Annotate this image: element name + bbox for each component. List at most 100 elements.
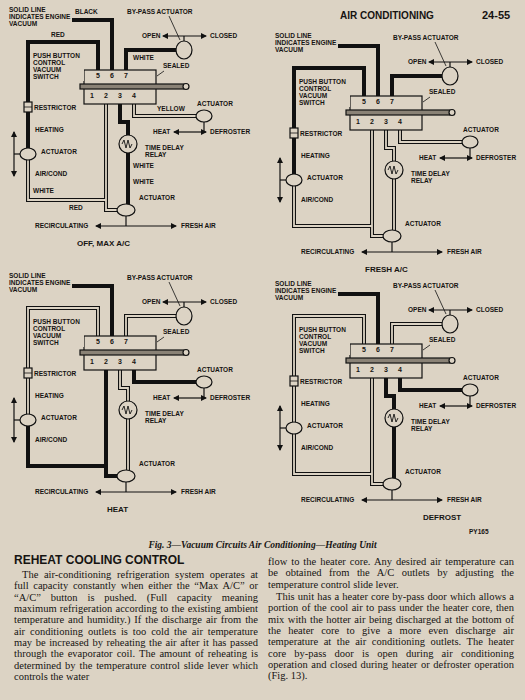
port-number: 1 <box>88 358 96 365</box>
running-head: AIR CONDITIONING <box>340 10 434 21</box>
part-label: ACTUATOR <box>462 126 500 133</box>
port-number: 5 <box>94 72 102 79</box>
hose-color: WHITE <box>132 178 155 185</box>
part-label: FRESH AIR <box>446 496 483 503</box>
part-label: TIME DELAY RELAY <box>410 170 462 184</box>
part-label: ACTUATOR <box>138 194 176 201</box>
part-label: HEAT <box>418 402 437 409</box>
part-label: OPEN <box>407 58 427 65</box>
port-number: 1 <box>88 92 96 99</box>
part-label: PUSH BUTTON CONTROL VACUUM SWITCH <box>32 52 84 81</box>
part-label: ACTUATOR <box>404 468 442 475</box>
part-label: HEATING <box>34 392 65 399</box>
part-label: ACTUATOR <box>306 422 344 429</box>
part-label: AIR/COND <box>34 170 68 177</box>
part-label: CLOSED <box>475 306 504 313</box>
hose-color: WHITE <box>32 187 55 194</box>
port-number: 2 <box>102 358 110 365</box>
part-label: DEFROSTER <box>209 128 251 135</box>
circuit-caption: OFF, MAX A/C <box>76 240 131 249</box>
part-label: ACTUATOR <box>404 220 442 227</box>
part-label: BY-PASS ACTUATOR <box>126 274 194 281</box>
part-label: BY-PASS ACTUATOR <box>392 282 460 289</box>
part-label: HEAT <box>152 394 171 401</box>
part-label: PUSH BUTTON CONTROL VACUUM SWITCH <box>298 326 350 355</box>
port-number: 7 <box>122 72 130 79</box>
part-label: SEALED <box>162 328 190 335</box>
hose-color: RED <box>50 31 66 38</box>
hose-color: BLACK <box>74 8 99 15</box>
port-number: 4 <box>130 92 138 99</box>
part-label: FRESH AIR <box>180 488 217 495</box>
part-label: AIR/COND <box>300 444 334 451</box>
port-number: 6 <box>108 338 116 345</box>
part-label: SOLID LINE INDICATES ENGINE VACUUM <box>8 6 72 27</box>
part-label: ACTUATOR <box>40 148 78 155</box>
part-label: CLOSED <box>209 298 238 305</box>
part-label: ACTUATOR <box>196 100 234 107</box>
circuit-caption: DEFROST <box>422 514 462 523</box>
part-label: ACTUATOR <box>138 460 176 467</box>
port-number: 3 <box>116 358 124 365</box>
part-label: RESTRICTOR <box>299 130 343 137</box>
port-number: 5 <box>360 346 368 353</box>
port-number: 3 <box>382 366 390 373</box>
part-label: HEAT <box>418 154 437 161</box>
part-label: PUSH BUTTON CONTROL VACUUM SWITCH <box>32 318 84 347</box>
part-label: ACTUATOR <box>462 374 500 381</box>
part-label: SOLID LINE INDICATES ENGINE VACUUM <box>8 272 72 293</box>
part-label: SOLID LINE INDICATES ENGINE VACUUM <box>274 280 338 301</box>
part-label: FRESH AIR <box>180 222 217 229</box>
port-number: 6 <box>374 98 382 105</box>
port-number: 4 <box>396 366 404 373</box>
port-number: 2 <box>102 92 110 99</box>
part-label: TIME DELAY RELAY <box>410 418 462 432</box>
body-text: The air-conditioning refrigeration syste… <box>14 569 258 682</box>
part-label: HEATING <box>300 400 331 407</box>
part-label: RECIRCULATING <box>300 248 355 255</box>
part-label: PUSH BUTTON CONTROL VACUUM SWITCH <box>298 78 350 107</box>
part-label: SEALED <box>162 62 190 69</box>
figure-code: PY165 <box>468 528 490 535</box>
part-label: DEFROSTER <box>475 402 517 409</box>
part-label: FRESH AIR <box>446 248 483 255</box>
circuit-caption: FRESH A/C <box>364 266 409 275</box>
part-label: SOLID LINE INDICATES ENGINE VACUUM <box>274 32 338 53</box>
part-label: TIME DELAY RELAY <box>144 144 196 158</box>
part-label: SEALED <box>428 88 456 95</box>
part-label: CLOSED <box>475 58 504 65</box>
part-label: CLOSED <box>209 32 238 39</box>
port-number: 6 <box>108 72 116 79</box>
hose-color: YELLOW <box>156 105 186 112</box>
part-label: AIR/COND <box>34 436 68 443</box>
body-text: flow to the heater core. Any desired air… <box>268 556 514 590</box>
part-label: TIME DELAY RELAY <box>144 410 196 424</box>
port-number: 6 <box>374 346 382 353</box>
port-number: 4 <box>396 118 404 125</box>
off-max-ac-circuit <box>14 16 212 226</box>
part-label: BY-PASS ACTUATOR <box>392 34 460 41</box>
part-label: HEAT <box>152 128 171 135</box>
heat-circuit <box>14 282 212 492</box>
port-number: 1 <box>354 118 362 125</box>
part-label: OPEN <box>407 306 427 313</box>
part-label: AIR/COND <box>300 196 334 203</box>
part-label: SEALED <box>428 336 456 343</box>
part-label: RECIRCULATING <box>34 222 89 229</box>
page-number: 24-55 <box>482 9 510 21</box>
part-label: BY-PASS ACTUATOR <box>126 8 194 15</box>
port-number: 2 <box>368 366 376 373</box>
port-number: 3 <box>116 92 124 99</box>
port-number: 7 <box>388 98 396 105</box>
part-label: RESTRICTOR <box>299 378 343 385</box>
body-text: This unit has a heater core by-pass door… <box>268 591 514 682</box>
part-label: OPEN <box>141 32 161 39</box>
part-label: ACTUATOR <box>306 174 344 181</box>
circuit-caption: HEAT <box>106 506 129 515</box>
part-label: ACTUATOR <box>40 414 78 421</box>
part-label: ACTUATOR <box>196 366 234 373</box>
section-heading: REHEAT COOLING CONTROL <box>14 554 184 567</box>
port-number: 1 <box>354 366 362 373</box>
port-number: 3 <box>382 118 390 125</box>
